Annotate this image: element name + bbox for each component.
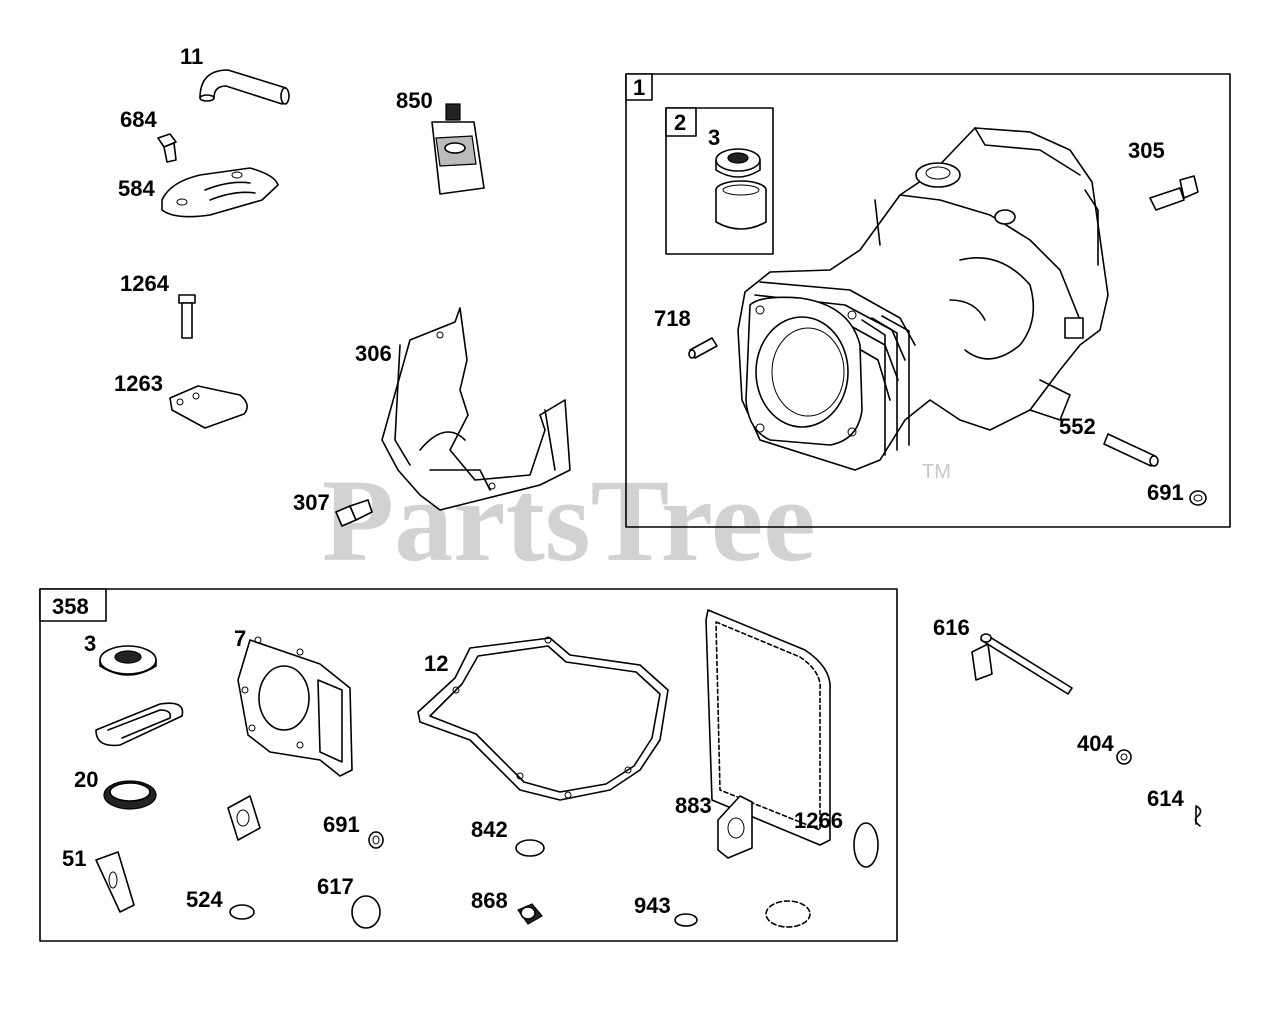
callout-552: 552 [1059,414,1096,439]
callout-883: 883 [675,793,712,818]
part-691-washer-upper[interactable] [1189,490,1207,506]
callout-1266: 1266 [794,808,843,833]
part-305-bolt[interactable] [1149,175,1199,211]
bushing[interactable] [715,180,767,230]
gasket-exhaust-small[interactable] [227,795,261,841]
callout-868: 868 [471,888,508,913]
part-12-crankcase-gasket[interactable] [417,636,669,801]
part-691-washer-lower[interactable] [368,831,384,849]
callout-1264: 1264 [120,271,170,296]
part-1264-bolt[interactable] [178,294,196,339]
callout-404: 404 [1077,731,1114,756]
gasket-set-box: 358 [39,588,898,942]
callout-12: 12 [424,651,448,676]
callout-3-upper: 3 [708,125,720,150]
parts-tree-watermark: PartsTree [322,455,816,586]
callout-20: 20 [74,767,98,792]
callout-584: 584 [118,176,155,201]
box-label-2: 2 [674,110,686,135]
callout-684: 684 [120,107,157,132]
part-584-breather-cover[interactable] [161,167,279,218]
callout-3-lower: 3 [84,631,96,656]
cylinder-assembly-box: 1 2 [625,73,1231,528]
part-3-oil-seal-lower[interactable] [99,645,157,676]
trademark-mark: TM [922,461,951,483]
part-868-valve-seal[interactable] [517,903,543,925]
callout-1263: 1263 [114,371,163,396]
part-850-sealant-tube[interactable] [431,103,485,195]
part-552-dowel-pin[interactable] [1103,433,1159,467]
part-404-washer[interactable] [1116,749,1132,765]
part-614-hairpin-clip[interactable] [1194,805,1202,827]
box-label-1: 1 [633,75,645,100]
box-label-358: 358 [52,594,89,619]
callout-691-lower: 691 [323,812,360,837]
part-524-o-ring[interactable] [229,904,255,920]
callout-616: 616 [933,615,970,640]
part-616-governor-shaft[interactable] [971,633,1073,695]
part-51-gasket[interactable] [95,851,135,913]
callout-691-upper: 691 [1147,480,1184,505]
callout-718: 718 [654,306,691,331]
part-718-dowel-pin[interactable] [688,337,718,359]
part-684-screw[interactable] [157,133,177,163]
callout-617: 617 [317,874,354,899]
part-306-cylinder-shield[interactable] [381,307,571,511]
callout-524: 524 [186,887,223,912]
callout-51: 51 [62,846,86,871]
part-7-head-gasket[interactable] [237,636,353,777]
gasket-dashed[interactable] [765,900,811,928]
gasket-intake[interactable] [95,702,184,747]
callout-943: 943 [634,893,671,918]
cylinder-block[interactable] [737,127,1109,471]
callout-7: 7 [234,626,246,651]
callout-307: 307 [293,490,330,515]
part-943-o-ring[interactable] [674,913,698,927]
callout-842: 842 [471,817,508,842]
part-20-oil-seal[interactable] [103,780,157,810]
part-1266-o-ring[interactable] [853,822,879,868]
part-11-breather-tube[interactable] [199,69,290,105]
callout-306: 306 [355,341,392,366]
callout-305: 305 [1128,138,1165,163]
callout-614: 614 [1147,786,1184,811]
callout-11: 11 [180,44,203,69]
part-3-oil-seal-upper[interactable] [715,148,761,178]
rocker-cover-gasket[interactable] [705,609,831,846]
part-307-bolt[interactable] [335,499,373,527]
part-1263-plate[interactable] [169,385,248,429]
part-883-gasket[interactable] [717,795,753,859]
part-842-o-ring[interactable] [515,839,545,857]
part-617-o-ring[interactable] [351,895,381,929]
callout-850: 850 [396,88,433,113]
